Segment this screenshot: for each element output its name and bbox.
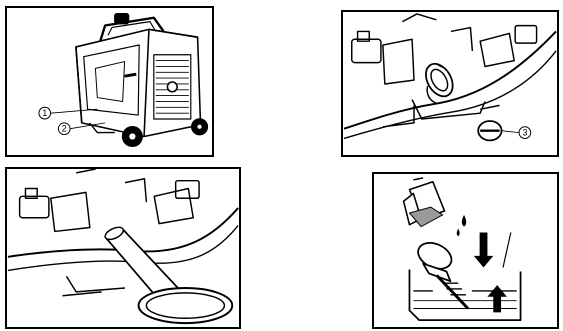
figure-generator-overview: 1 2 — [5, 6, 214, 157]
figure-oil-drain-funnel — [5, 167, 241, 329]
figure-oil-filler-cap: 3 — [341, 10, 559, 157]
callout-2: 2 — [62, 124, 67, 134]
callout-3: 3 — [522, 128, 527, 138]
engine-bay-illustration: 3 — [343, 12, 557, 155]
oil-refill-pictogram — [374, 174, 557, 327]
figure-oil-refill-dipstick — [372, 172, 559, 329]
callout-1: 1 — [42, 108, 47, 118]
generator-illustration: 1 2 — [7, 8, 212, 155]
funnel-illustration — [7, 169, 239, 327]
